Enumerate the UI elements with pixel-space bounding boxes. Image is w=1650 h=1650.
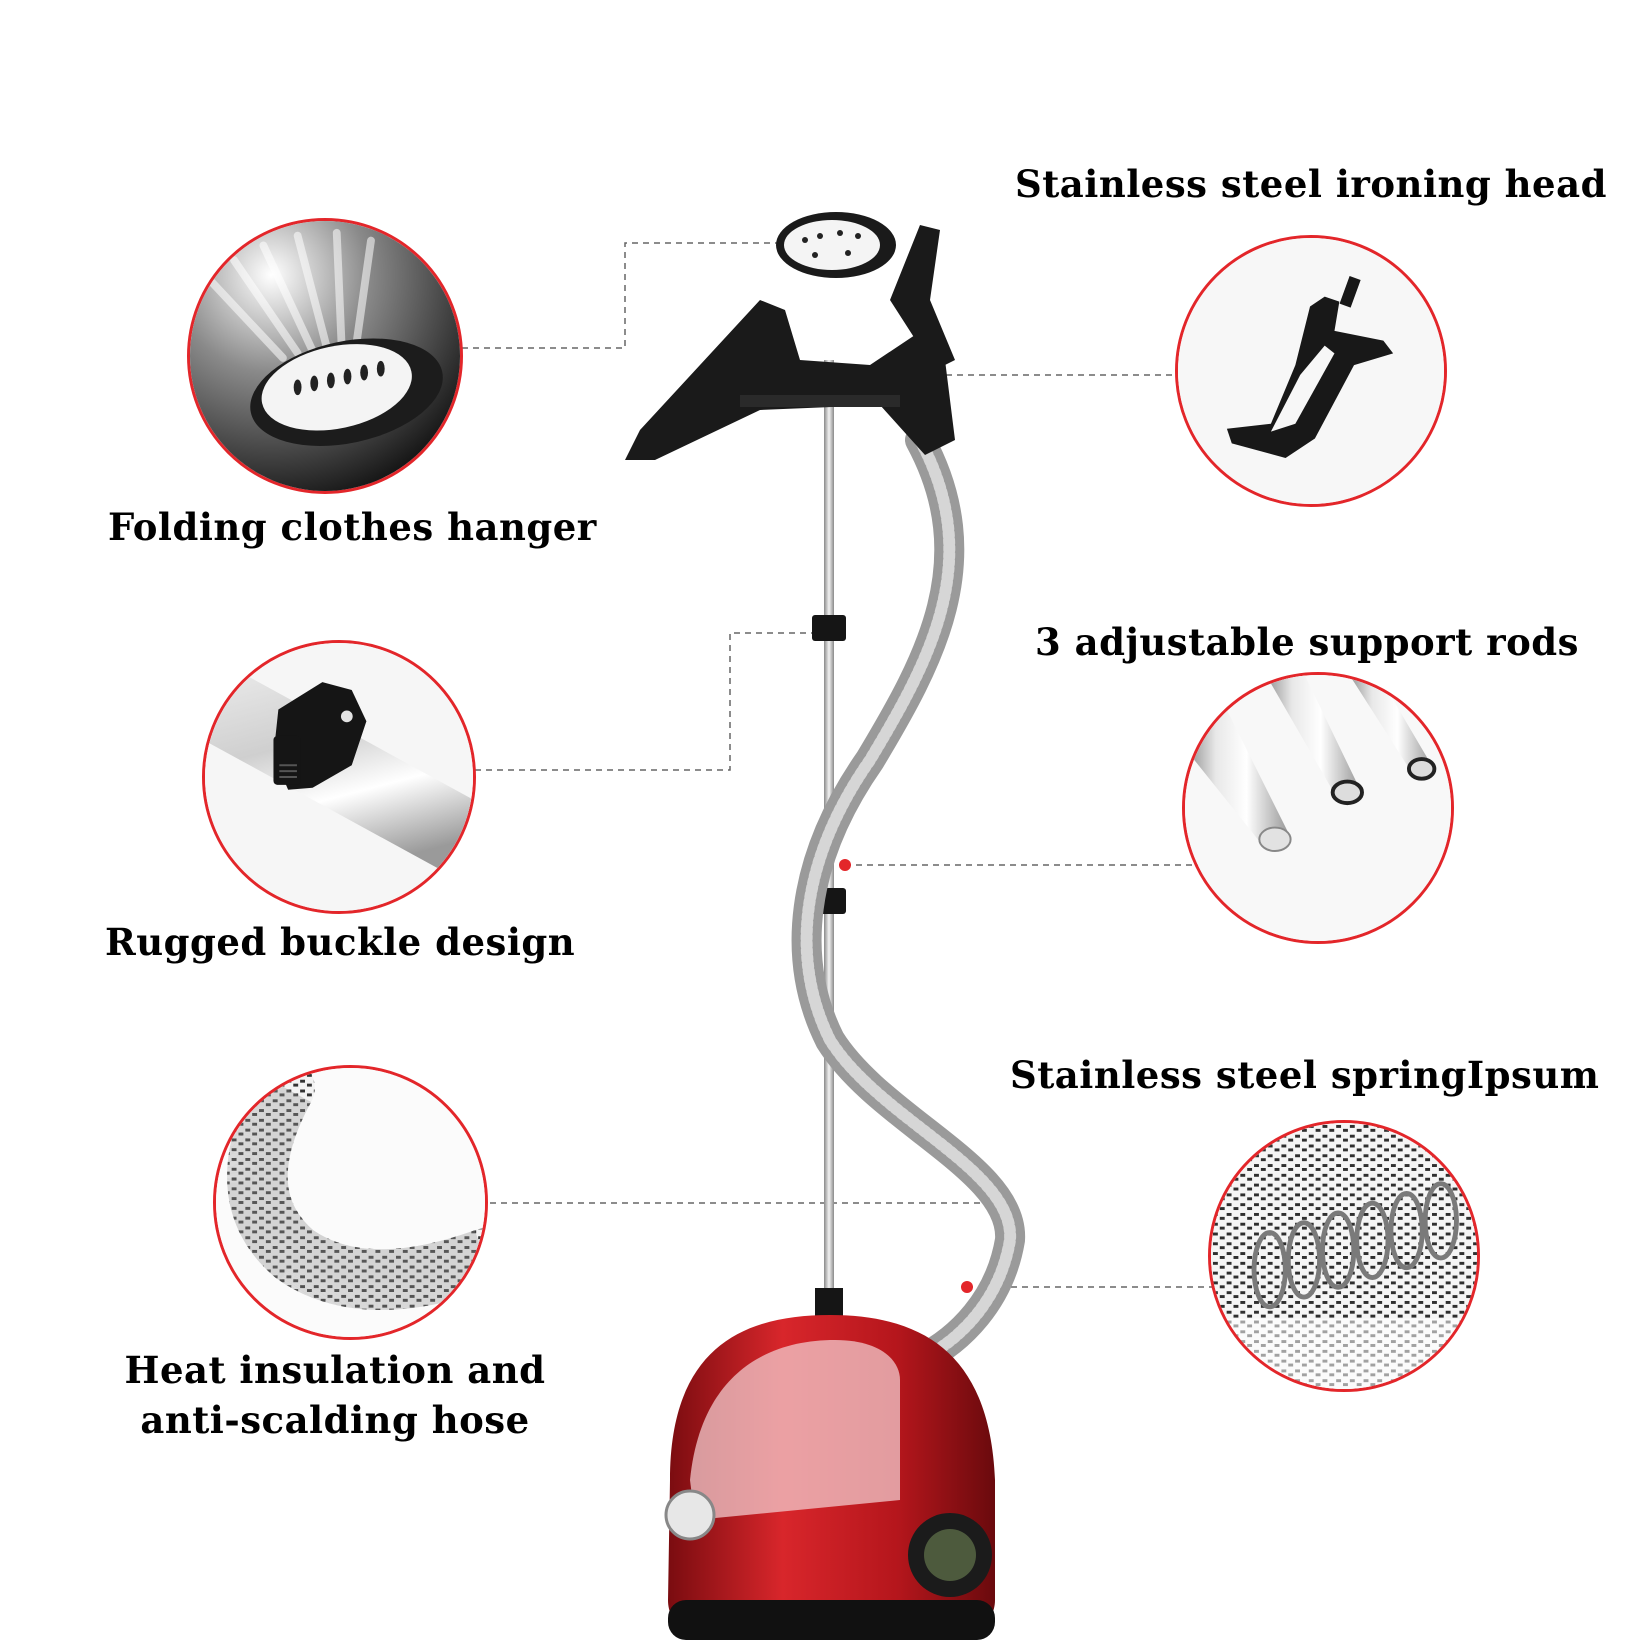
spring-detail-circle [1208,1120,1480,1392]
spring-label: Stainless steel springIpsum [1010,1053,1600,1097]
support-rods-detail-circle [1182,672,1454,944]
hose-label: Heat insulation and anti-scalding hose [100,1345,570,1445]
ironing-head-label: Stainless steel ironing head [1015,162,1607,206]
buckle-label: Rugged buckle design [105,920,576,964]
base-bottom [668,1600,995,1640]
steam-head-icon [190,221,460,491]
support-rods-icon [1185,675,1451,941]
folding-hanger-label: Folding clothes hanger [108,505,597,549]
ironing-head-detail-circle [1175,235,1447,507]
garment-steamer-product [625,212,1026,1640]
hanger-hook-icon [1178,238,1444,504]
hose-label-line2: anti-scalding hose [140,1398,530,1442]
buckle-detail-circle [202,640,476,914]
support-rods-label: 3 adjustable support rods [1035,620,1579,664]
pole-buckle-upper [812,615,846,641]
folding-hanger-detail-circle [187,218,463,494]
braided-hose-icon [216,1068,485,1337]
steel-spring-icon [1211,1123,1477,1389]
folding-hanger [625,225,955,460]
buckle-clip-icon [205,643,473,911]
control-dial [664,1489,716,1541]
hose-detail-circle [213,1065,488,1340]
hose-label-line1: Heat insulation and [124,1348,546,1392]
water-tank [690,1340,900,1520]
